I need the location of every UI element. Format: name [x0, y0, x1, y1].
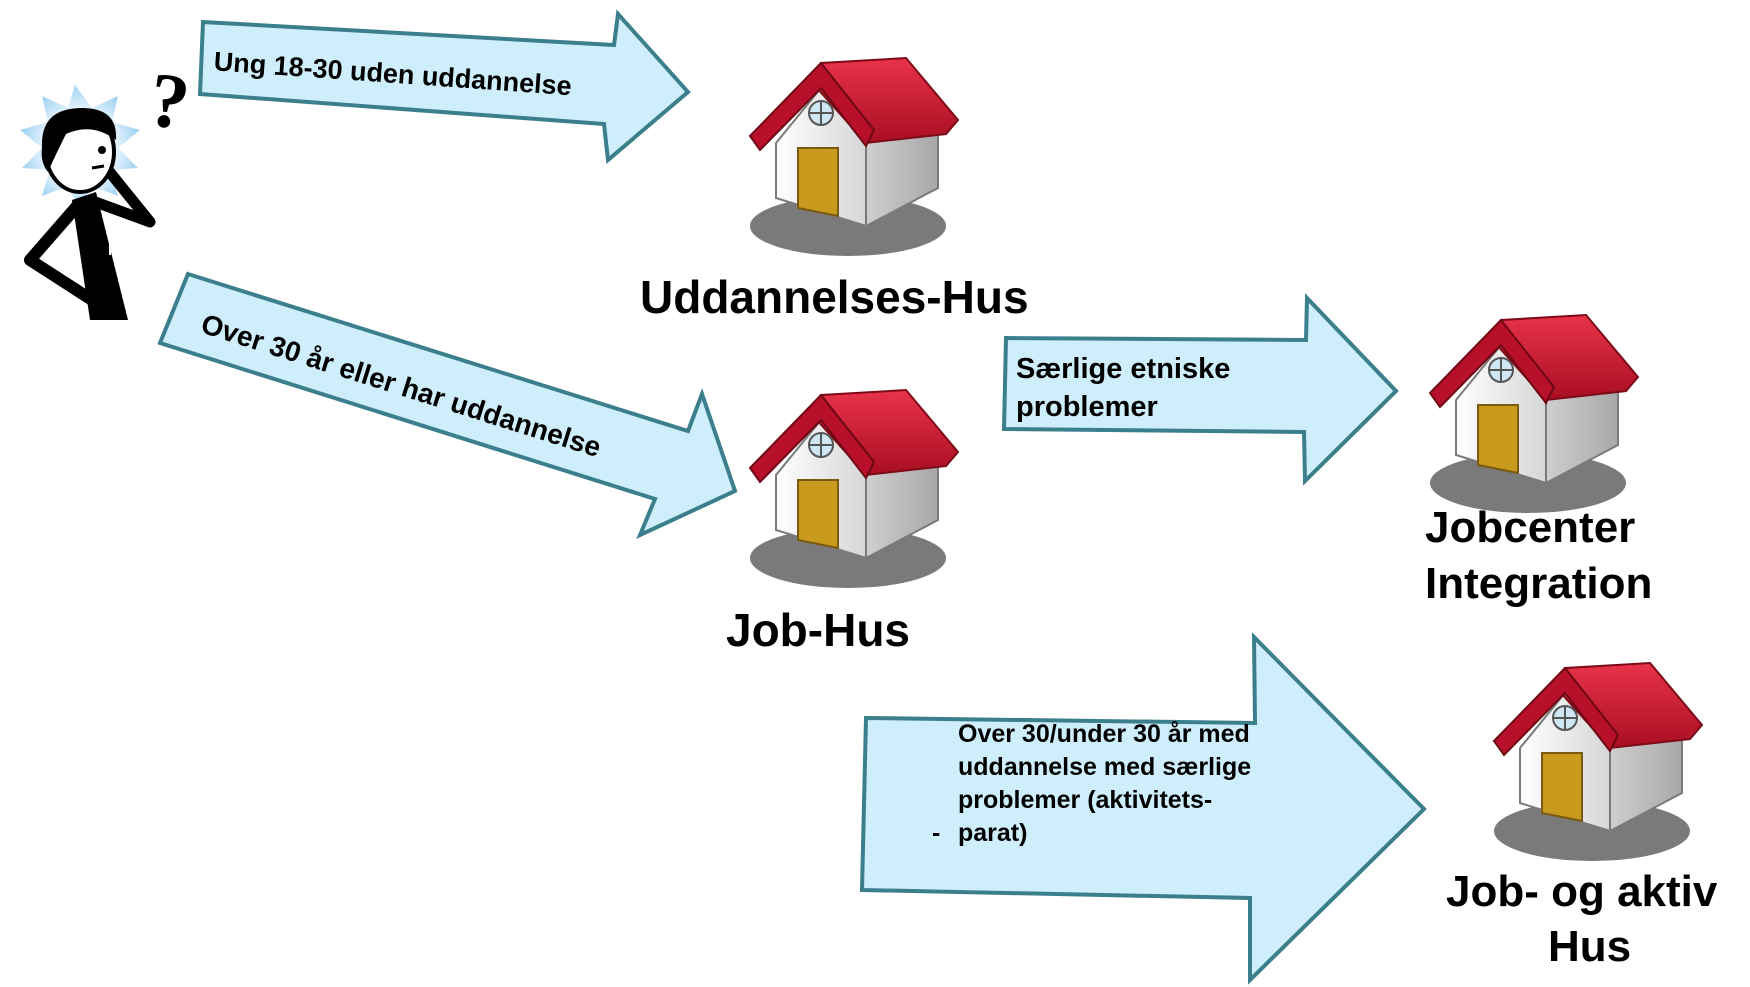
arrow-special-to-jobaktiv: Over 30/under 30 år med uddannelse med s…: [859, 632, 1427, 985]
house-icon-uddannelses: [749, 57, 959, 257]
arrow-label-ethnic: Særlige etniske problemer: [1016, 353, 1238, 423]
confused-person-icon: [20, 85, 156, 320]
arrow-label-special: Over 30/under 30 år med uddannelse med s…: [958, 720, 1258, 847]
arrow-young-to-education: Ung 18-30 uden uddannelse: [197, 9, 691, 164]
question-mark: ?: [144, 55, 195, 147]
house-label-jobcenter: Jobcenter Integration: [1425, 503, 1652, 608]
bullet-dash: -: [932, 819, 940, 847]
arrow-ethnic-to-jobcenter: Særlige etniske problemer: [1001, 293, 1399, 486]
house-label-uddannelses: Uddannelses-Hus: [640, 271, 1029, 323]
house-icon-jobcenter: [1429, 314, 1639, 514]
house-icon-job: [749, 389, 959, 589]
house-label-job: Job-Hus: [726, 604, 910, 656]
house-label-jobaktiv: Job- og aktiv Hus: [1446, 867, 1730, 971]
house-icon-jobaktiv: [1493, 662, 1703, 862]
